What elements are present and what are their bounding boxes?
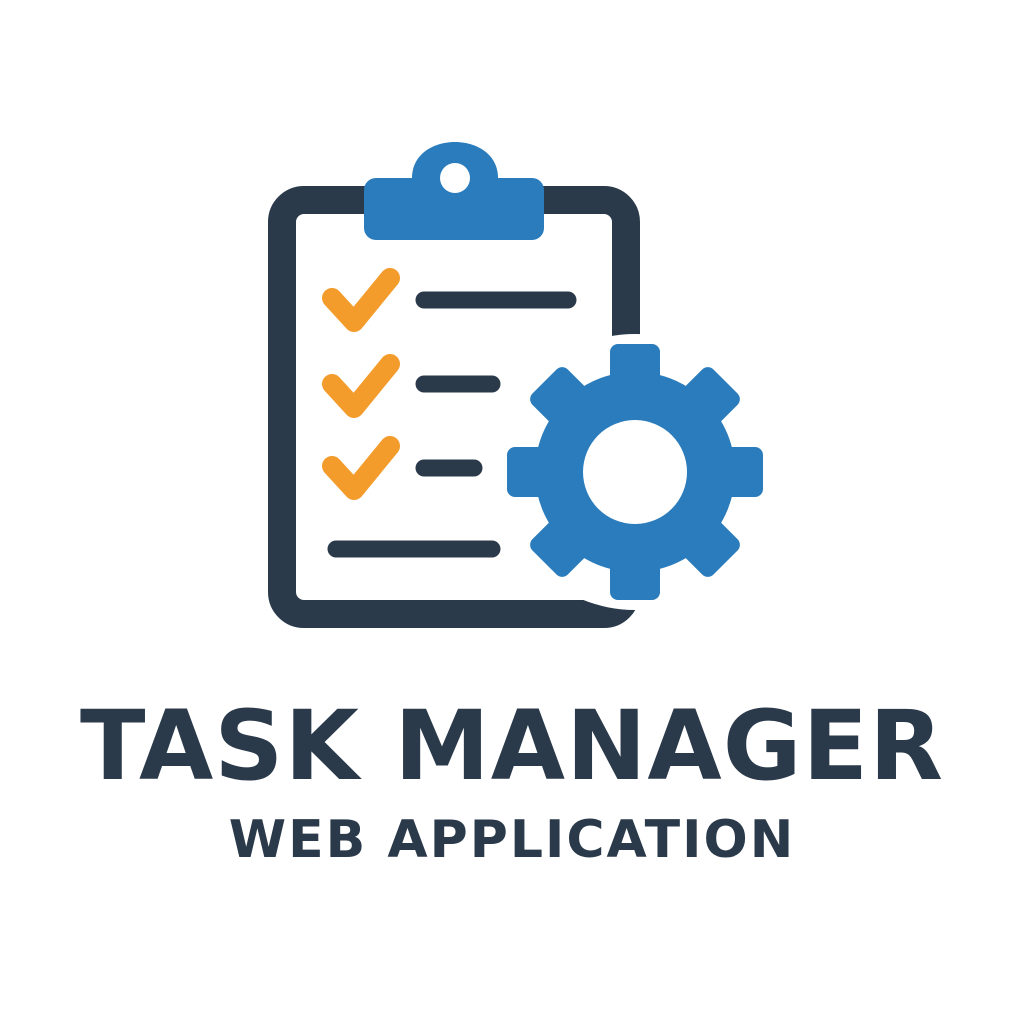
- clipboard-clip: [364, 142, 544, 240]
- checkmark-icon: [322, 268, 400, 332]
- checkmark-icon: [322, 436, 400, 500]
- app-title: TASK MANAGER: [79, 690, 945, 802]
- checkmark-icon: [322, 354, 400, 418]
- gear-icon: [497, 334, 773, 610]
- app-subtitle: WEB APPLICATION: [228, 810, 796, 870]
- checklist: [322, 268, 577, 558]
- task-manager-logo-icon: [268, 142, 773, 628]
